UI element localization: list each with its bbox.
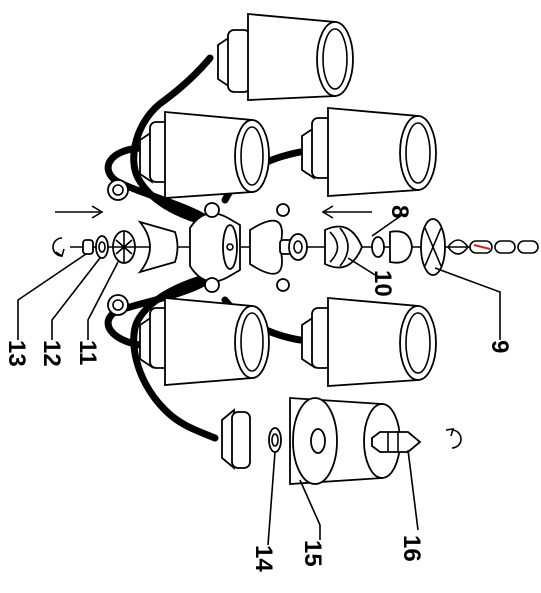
- callout-9: 9: [486, 340, 513, 353]
- lampshade-upper-right: [301, 107, 437, 197]
- part-8-coupler: [371, 236, 385, 258]
- part-socket-cup: [221, 408, 251, 470]
- lower-bowl: [137, 220, 179, 274]
- arm-scroll-lower: [107, 294, 129, 316]
- rotate-arrow-bottom: [451, 429, 462, 449]
- part-11-ball: [112, 230, 136, 264]
- callout-15: 15: [299, 540, 326, 567]
- callout-labels: 8 9 10 11 12 13 14 15 16: [3, 205, 513, 572]
- part-14-ring: [268, 427, 282, 453]
- hook-accent: [473, 244, 491, 250]
- lampshade-top: [217, 13, 354, 101]
- lampshade-lower-right: [301, 297, 437, 387]
- part-12-nut: [95, 235, 109, 259]
- lampshade-lower-left: [139, 297, 270, 386]
- part-collar: [389, 230, 413, 264]
- callout-8: 8: [386, 205, 413, 218]
- part-10-canopy-ball: [324, 225, 363, 269]
- part-9-canopy: [420, 218, 446, 276]
- callout-13: 13: [3, 340, 30, 367]
- leader-lines: [17, 214, 501, 546]
- callout-16: 16: [398, 535, 425, 562]
- callout-14: 14: [250, 545, 277, 572]
- part-13-finial: [82, 239, 94, 255]
- callout-12: 12: [38, 340, 65, 367]
- upper-cup: [249, 219, 283, 275]
- lampshade-upper-left: [139, 111, 270, 199]
- callout-10: 10: [369, 270, 396, 297]
- part-16-bulb: [371, 431, 422, 453]
- callout-11: 11: [74, 340, 101, 365]
- arm-scroll-upper: [107, 179, 129, 201]
- central-column: [70, 202, 470, 293]
- part-15-shade: [289, 397, 401, 485]
- hook-and-chain: [447, 239, 539, 255]
- rotate-arrow-left: [52, 237, 63, 257]
- part-ring-nut: [288, 233, 308, 261]
